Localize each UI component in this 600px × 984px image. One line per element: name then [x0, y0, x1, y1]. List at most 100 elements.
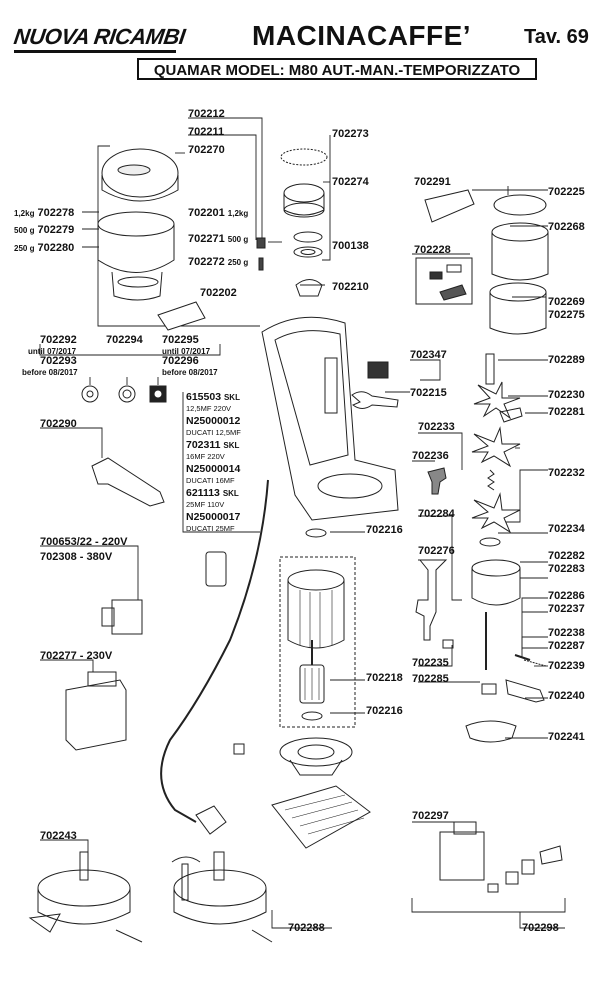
part-label-702225: 702225 — [548, 186, 585, 198]
power-plug — [195, 805, 227, 835]
hopper-lid — [101, 148, 179, 202]
part-label-700138: 700138 — [332, 240, 369, 252]
part-label-702276: 702276 — [418, 545, 455, 557]
hopper — [97, 211, 175, 301]
bearing-lower — [301, 711, 323, 721]
part-label-702274: 702274 — [332, 176, 369, 188]
part-label-702297: 702297 — [412, 810, 449, 822]
grinding-rings — [280, 148, 328, 297]
doser-base-plate — [465, 720, 517, 743]
switch-parts-box — [415, 257, 473, 305]
knob-702292 — [81, 385, 99, 403]
note-702292: until 07/2017 — [28, 347, 77, 356]
doser-star-middle — [471, 426, 521, 468]
lever-pin — [442, 639, 454, 649]
part-label-702232: 702232 — [548, 467, 585, 479]
part-label-702282: 702282 — [548, 550, 585, 562]
part-label-702296: 702296 — [162, 355, 199, 367]
page-title: MACINACAFFE’ — [252, 20, 472, 51]
part-label-702289: 702289 — [548, 354, 585, 366]
part-label-702294: 702294 — [106, 334, 143, 346]
part-label-702230: 702230 — [548, 389, 585, 401]
part-label-702284: 702284 — [418, 508, 455, 520]
weight-label: 250 g — [14, 244, 35, 253]
part-label-702210: 702210 — [332, 281, 369, 293]
part-label-702216-lower: 702216 — [366, 705, 403, 717]
part-label-702215: 702215 — [410, 387, 447, 399]
motor-rotor — [299, 640, 325, 704]
part-label-702269: 702269 — [548, 296, 585, 308]
doser-plate — [499, 407, 523, 423]
part-label-702270: 702270 — [188, 144, 225, 156]
dosing-lever — [415, 559, 448, 641]
part-label-702233: 702233 — [418, 421, 455, 433]
part-label-702239: 702239 — [548, 660, 585, 672]
timer-unit — [65, 671, 127, 751]
wrench — [351, 391, 399, 409]
part-label-702290: 702290 — [40, 418, 77, 430]
part-label-702277: 702277 - 230V — [40, 650, 113, 662]
part-label-702268: 702268 — [548, 221, 585, 233]
part-label-702235: 702235 — [412, 657, 449, 669]
fan-grid — [271, 785, 371, 849]
part-label-700653: 700653/22 - 220V — [40, 536, 128, 548]
brand-logo: NUOVA RICAMBI — [12, 24, 187, 49]
part-label-702241: 702241 — [548, 731, 585, 743]
part-label-702280: 250 g 702280 — [14, 242, 75, 254]
part-label-702211: 702211 — [188, 126, 225, 138]
part-label-702293: 702293 — [40, 355, 77, 367]
part-label-702347: 702347 — [410, 349, 447, 361]
note-702295: until 07/2017 — [162, 347, 211, 356]
table-number: Tav. 69 — [524, 26, 589, 48]
motor-group-box — [279, 556, 356, 728]
part-label-702237: 702237 — [548, 603, 585, 615]
model-banner: QUAMAR MODEL: M80 AUT.-MAN.-TEMPORIZZATO — [137, 58, 537, 80]
note-702296: before 08/2017 — [162, 368, 218, 377]
part-label-702275: 702275 — [548, 309, 585, 321]
doser-cylinder-lower — [489, 282, 547, 335]
part-label-702243: 702243 — [40, 830, 77, 842]
part-label-702201: 702201 1,2kg — [188, 207, 249, 219]
part-label-702279: 500 g 702279 — [14, 224, 75, 236]
part-label-702285: 702285 — [412, 673, 449, 685]
contactor — [111, 599, 143, 635]
part-label-702272: 702272 250 g — [188, 256, 249, 268]
brand-underline — [14, 50, 176, 53]
doser-spring — [485, 353, 495, 385]
part-label-702273: 702273 — [332, 128, 369, 140]
doser-bowl — [471, 559, 521, 606]
part-label-702295: 702295 — [162, 334, 199, 346]
part-label-702288: 702288 — [288, 922, 325, 934]
lever-knob — [427, 467, 447, 495]
knob-702294 — [118, 385, 136, 403]
trigger-lever — [505, 679, 545, 703]
part-label-702238: 702238 — [548, 627, 585, 639]
part-label-702286: 702286 — [548, 590, 585, 602]
doser-star-upper — [473, 381, 521, 420]
weight-label: 1,2kg — [14, 209, 35, 218]
small-nut — [233, 743, 245, 755]
doser-lid — [493, 194, 547, 216]
doser-washer — [479, 537, 501, 547]
part-label-702281: 702281 — [548, 406, 585, 418]
part-label-702234: 702234 — [548, 523, 585, 535]
bearing-upper — [305, 528, 327, 538]
part-label-702216-upper: 702216 — [366, 524, 403, 536]
selector-switch — [367, 361, 389, 379]
part-label-702308: 702308 - 380V — [40, 551, 113, 563]
part-label-702228: 702228 — [414, 244, 451, 256]
top-cover — [424, 189, 475, 223]
portafilter-fork — [91, 457, 165, 507]
part-label-702218: 702218 — [366, 672, 403, 684]
motor-stator — [287, 569, 345, 649]
grinder-body — [261, 316, 399, 521]
note-702293: before 08/2017 — [22, 368, 78, 377]
